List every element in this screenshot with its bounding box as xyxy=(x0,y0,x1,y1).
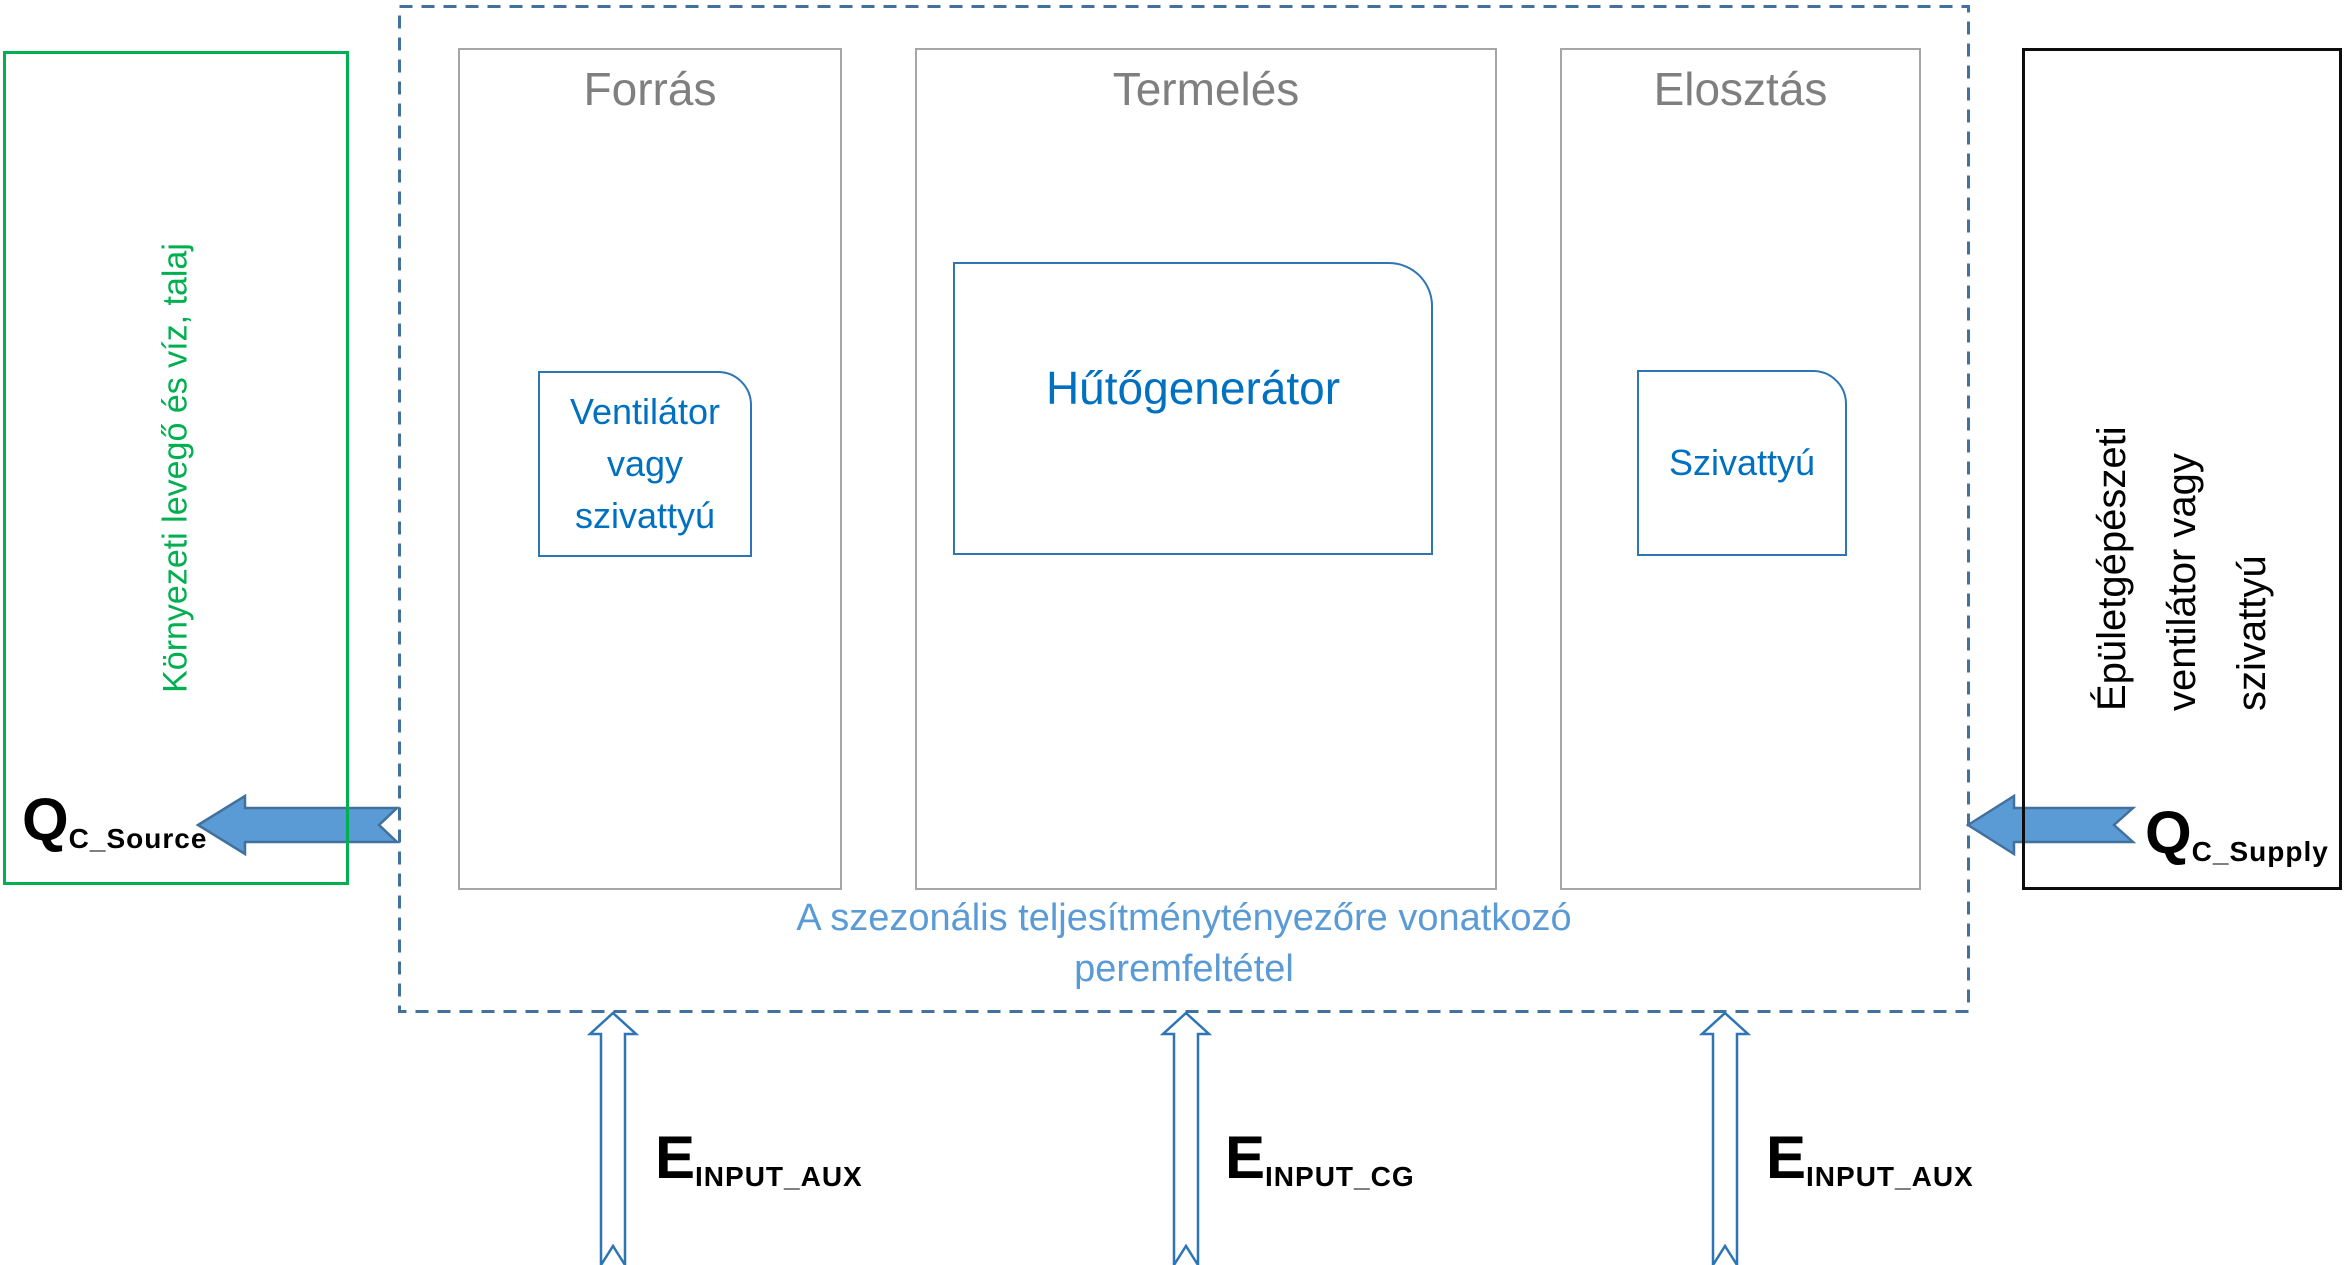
component-szivattyu: Szivattyú xyxy=(1637,370,1847,556)
boundary-caption-line2: peremfeltétel xyxy=(1074,948,1294,990)
q-c-supply-subscript: C_Supply xyxy=(2191,836,2329,867)
boundary-caption: A szezonális teljesítménytényezőre vonat… xyxy=(398,893,1970,995)
section-termeles-title: Termelés xyxy=(1112,63,1300,115)
component-ventilator-vagy-szivattyu: Ventilátor vagy szivattyú xyxy=(538,371,752,557)
e-input-aux-left-symbol: E xyxy=(655,1124,696,1191)
section-forras-title: Forrás xyxy=(583,63,717,115)
component-label-line: Szivattyú xyxy=(1668,442,1816,483)
section-termeles: Termelés xyxy=(915,48,1497,890)
e-input-aux-left-label: EINPUT_AUX xyxy=(655,1128,863,1191)
section-forras: Forrás xyxy=(458,48,842,890)
section-elosztas: Elosztás xyxy=(1560,48,1921,890)
e-input-aux-right-symbol: E xyxy=(1766,1124,1807,1191)
component-label-line: Hűtőgenerátor xyxy=(1045,361,1341,414)
boundary-caption-line1: A szezonális teljesítménytényezőre vonat… xyxy=(796,897,1572,939)
e-input-cg-subscript: INPUT_CG xyxy=(1265,1161,1415,1192)
component-hutogenerator: Hűtőgenerátor xyxy=(953,262,1433,555)
e-input-aux-right-label: EINPUT_AUX xyxy=(1766,1128,1974,1191)
q-supply-arrow xyxy=(1965,793,2137,857)
e-input-cg-label: EINPUT_CG xyxy=(1225,1128,1415,1191)
e-input-aux-right-arrow xyxy=(1698,1011,1752,1265)
q-c-source-symbol: Q xyxy=(22,786,69,853)
q-c-source-label: QC_Source xyxy=(22,790,207,853)
q-c-source-subscript: C_Source xyxy=(68,823,208,854)
environment-label: Környezeti levegő és víz, talaj xyxy=(156,243,195,693)
component-label-line: Ventilátor vagy xyxy=(569,391,721,484)
building-services-box: Épületgépészeti ventilátor vagy szivatty… xyxy=(2022,48,2342,890)
e-input-aux-left-subscript: INPUT_AUX xyxy=(695,1161,863,1192)
section-elosztas-title: Elosztás xyxy=(1653,63,1828,115)
e-input-aux-right-subscript: INPUT_AUX xyxy=(1806,1161,1974,1192)
component-label-line: szivattyú xyxy=(574,495,716,536)
q-c-supply-symbol: Q xyxy=(2145,799,2192,866)
environment-box: Környezeti levegő és víz, talaj xyxy=(3,51,349,885)
building-services-label: Épületgépészeti ventilátor vagy szivatty… xyxy=(2077,401,2287,711)
e-input-aux-left-arrow xyxy=(586,1011,640,1265)
boundary-dashed-box xyxy=(398,5,1970,1013)
e-input-cg-symbol: E xyxy=(1225,1124,1266,1191)
building-services-line: szivattyú xyxy=(2230,555,2274,711)
q-c-supply-label: QC_Supply xyxy=(2145,803,2329,866)
building-services-line: ventilátor vagy xyxy=(2160,453,2204,711)
e-input-cg-arrow xyxy=(1159,1011,1213,1265)
building-services-line: Épületgépészeti xyxy=(2090,426,2134,711)
